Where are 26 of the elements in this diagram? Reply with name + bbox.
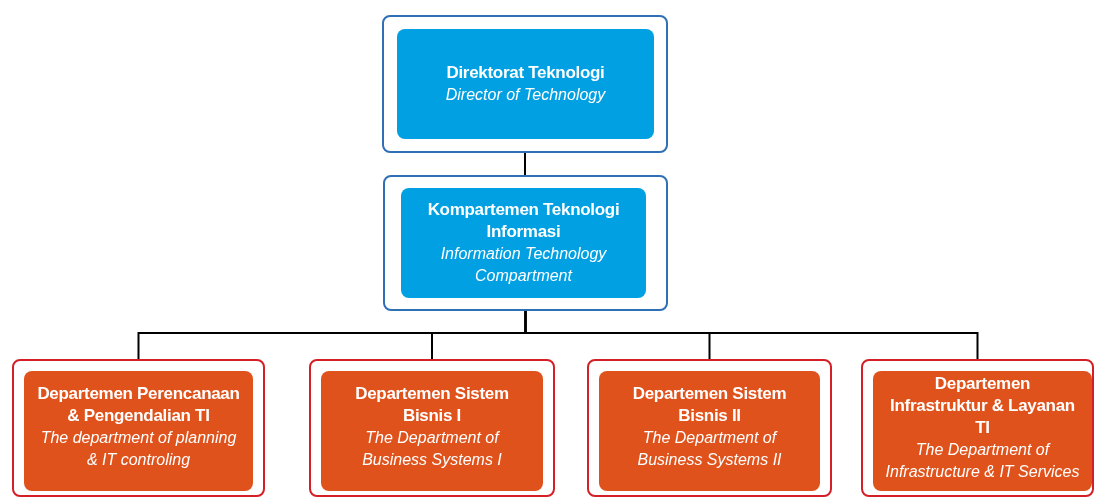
unit-name: Departemen Infrastruktur & Layanan TI [889,373,1076,439]
unit-translation: The Department of Infrastructure & IT Services [885,440,1080,482]
frame-box [309,359,555,497]
unit-translation: Director of Technology [445,85,606,105]
unit-name: Departemen Sistem Bisnis II [631,383,788,427]
frame-box [383,175,668,311]
unit-translation: Information Technology Compartment [439,244,608,286]
department-box [321,371,543,491]
unit-name: Departemen Sistem Bisnis I [354,383,510,427]
connector-line [524,310,979,360]
department-box [24,371,253,491]
frame-box [382,15,668,153]
frame-box [12,359,265,497]
frame-box [587,359,832,497]
department-box [397,29,654,139]
unit-translation: The Department of Business Systems II [636,428,783,470]
connector-line [524,152,526,176]
unit-translation: The department of planning & IT controling [39,428,238,470]
frame-box [861,359,1094,497]
unit-name: Direktorat Teknologi [446,62,605,84]
department-box [401,188,646,298]
unit-name: Departemen Perencanaan & Pengendalian TI [36,383,241,427]
unit-translation: The Department of Business Systems I [361,428,503,470]
department-box [873,371,1092,491]
unit-name: Kompartemen Teknologi Informasi [426,199,621,243]
department-box [599,371,820,491]
